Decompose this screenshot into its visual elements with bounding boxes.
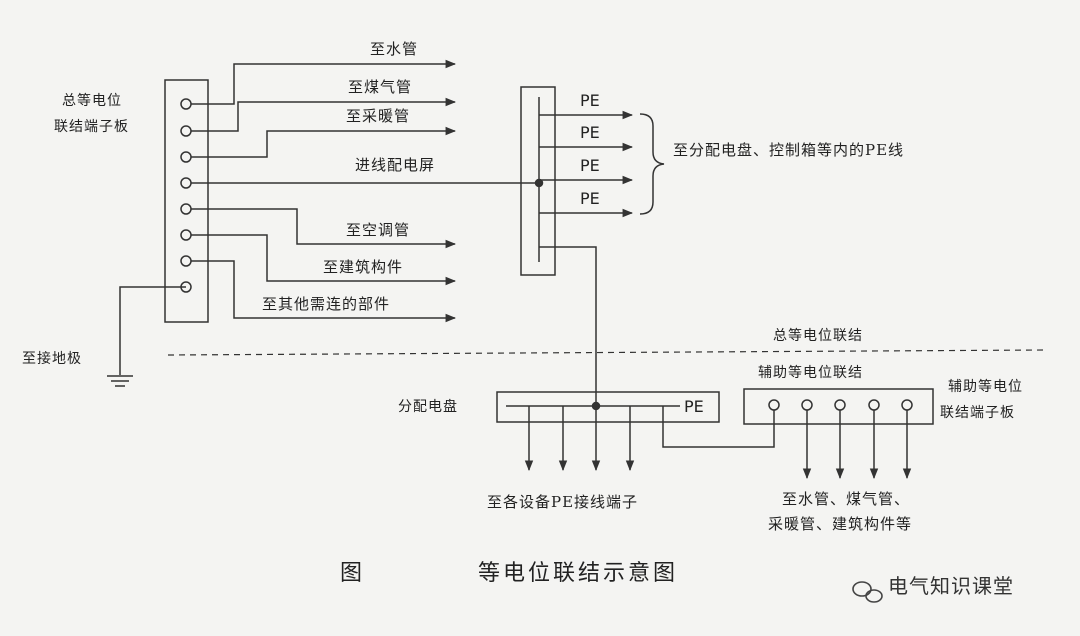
main-board-label-line1: 总等电位 (62, 93, 122, 109)
pe-label: PE (580, 91, 600, 110)
main-terminal-board (164, 79, 209, 323)
aux-bond-label: 辅助等电位联结 (758, 365, 863, 381)
label-other: 至其他需连的部件 (262, 295, 391, 313)
label-ground: 至接地极 (22, 351, 82, 367)
label-water: 至水管 (370, 40, 419, 58)
main-bond-label: 总等电位联结 (773, 328, 863, 344)
aux-target-line2: 采暖管、建筑构件等 (768, 515, 913, 533)
label-panel: 进线配电屏 (355, 156, 436, 174)
line-building (191, 234, 457, 286)
dist-panel-pe-label: PE (684, 397, 704, 416)
wechat-icon (852, 581, 883, 603)
aux-board-terminals (768, 399, 913, 411)
label-gas: 至煤气管 (348, 78, 413, 96)
label-ac: 至空调管 (346, 221, 411, 239)
pe-label: PE (580, 156, 600, 175)
label-building: 至建筑构件 (323, 258, 404, 276)
incoming-panel-box (520, 86, 556, 276)
bonding-boundary (167, 349, 1046, 356)
ground-icon (107, 375, 133, 387)
main-board-terminals (180, 98, 192, 293)
aux-terminal-board (743, 388, 934, 425)
brace-icon (639, 113, 665, 215)
line-heating (191, 126, 457, 158)
watermark-text: 电气知识课堂 (888, 574, 1014, 598)
distribution-panel-box (496, 391, 720, 423)
aux-board-label-line2: 联结端子板 (940, 405, 1015, 421)
aux-target-line1: 至水管、煤气管、 (782, 490, 911, 508)
line-water (191, 59, 457, 105)
line-gas (191, 97, 457, 132)
line-ac (191, 208, 457, 249)
main-board-label-line2: 联结端子板 (54, 119, 129, 135)
figure-title: 等电位联结示意图 (478, 561, 679, 586)
line-ground (119, 286, 186, 375)
label-heating: 至采暖管 (346, 107, 411, 125)
feeder-line (539, 246, 597, 406)
pe-label: PE (580, 123, 600, 142)
line-other (191, 260, 457, 323)
pe-target-label: 至分配电盘、控制箱等内的PE线 (673, 141, 905, 159)
dist-panel-label: 分配电盘 (398, 399, 458, 415)
figure-prefix: 图 (340, 561, 366, 586)
aux-board-label-line1: 辅助等电位 (948, 379, 1023, 395)
pe-label: PE (580, 189, 600, 208)
dist-target-label: 至各设备PE接线端子 (487, 493, 639, 511)
aux-link-line (662, 406, 775, 448)
